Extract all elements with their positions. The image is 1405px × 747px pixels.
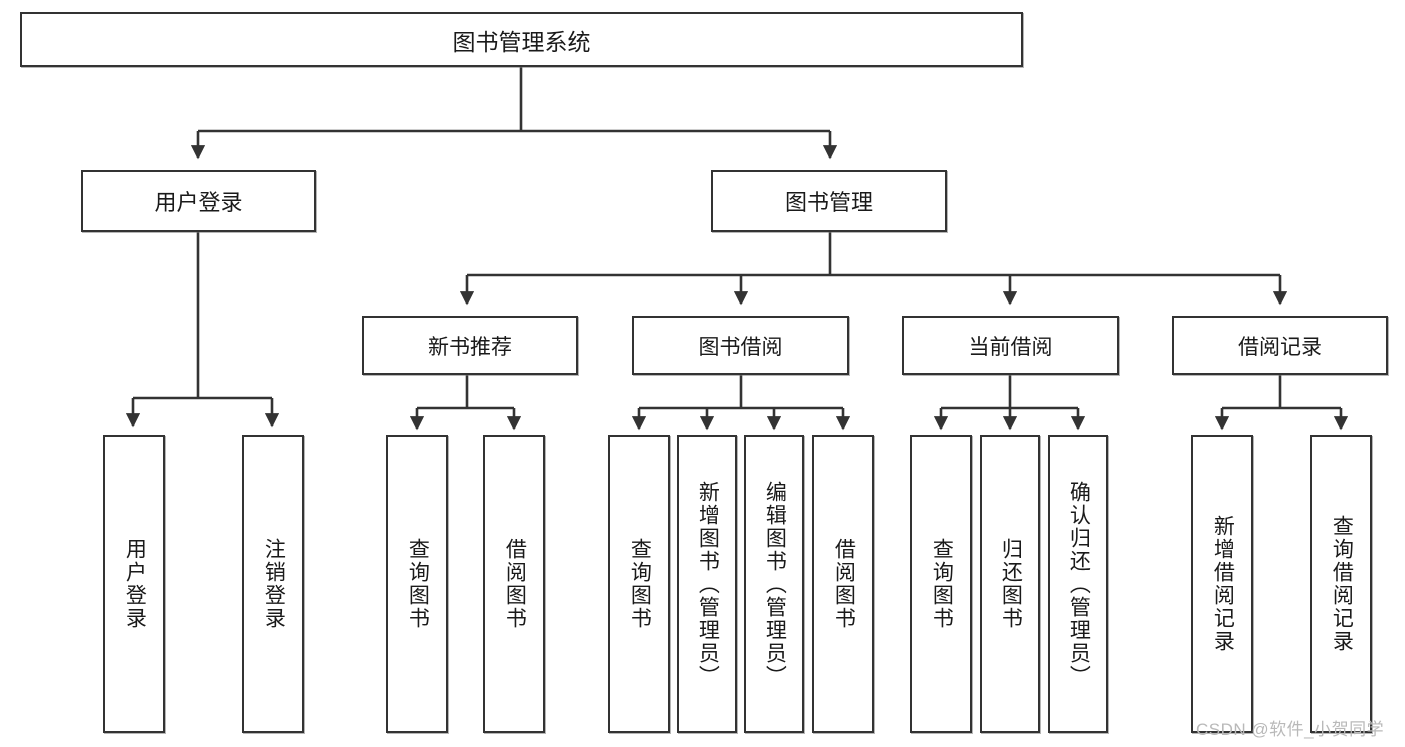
leaf-record-add-record[interactable]: 新增借阅记录	[1191, 435, 1253, 733]
leaf-user-login-signout[interactable]: 注销登录	[242, 435, 304, 733]
node-label: 图书借阅	[698, 335, 783, 359]
csdn-watermark: CSDN @软件_小贺同学	[1196, 720, 1385, 739]
leaf-label: 归还图书	[999, 538, 1023, 630]
leaf-label: 新增借阅记录	[1211, 515, 1235, 653]
leaf-user-login-signin[interactable]: 用户登录	[103, 435, 165, 733]
leaf-label: 确认归还（管理员）	[1067, 480, 1091, 688]
leaf-label: 编辑图书（管理员）	[763, 480, 787, 688]
node-label: 图书管理系统	[452, 28, 591, 55]
leaf-label: 新增图书（管理员）	[696, 480, 720, 688]
leaf-label: 查询图书	[930, 538, 954, 630]
node-borrow-record[interactable]: 借阅记录	[1172, 316, 1388, 375]
leaf-current-return-book[interactable]: 归还图书	[980, 435, 1040, 733]
node-label: 新书推荐	[428, 335, 512, 359]
node-label: 借阅记录	[1238, 335, 1322, 359]
leaf-label: 查询借阅记录	[1330, 515, 1354, 653]
leaf-current-query-book[interactable]: 查询图书	[910, 435, 972, 733]
node-label: 图书管理	[784, 190, 873, 215]
leaf-label: 查询图书	[628, 538, 652, 630]
node-book-borrow[interactable]: 图书借阅	[632, 316, 849, 375]
leaf-borrow-borrow-book[interactable]: 借阅图书	[812, 435, 874, 733]
leaf-borrow-edit-book-admin[interactable]: 编辑图书（管理员）	[744, 435, 804, 733]
leaf-label: 查询图书	[406, 538, 430, 630]
leaf-borrow-query-book[interactable]: 查询图书	[608, 435, 670, 733]
node-user-login[interactable]: 用户登录	[81, 170, 316, 232]
leaf-label: 借阅图书	[832, 538, 856, 630]
leaf-label: 注销登录	[262, 538, 286, 630]
leaf-recommend-query-book[interactable]: 查询图书	[386, 435, 448, 733]
node-current-borrow[interactable]: 当前借阅	[902, 316, 1119, 375]
leaf-record-query-record[interactable]: 查询借阅记录	[1310, 435, 1372, 733]
leaf-label: 借阅图书	[503, 538, 527, 630]
leaf-recommend-borrow-book[interactable]: 借阅图书	[483, 435, 545, 733]
leaf-current-confirm-return-admin[interactable]: 确认归还（管理员）	[1048, 435, 1108, 733]
node-new-book-recommend[interactable]: 新书推荐	[362, 316, 578, 375]
leaf-borrow-add-book-admin[interactable]: 新增图书（管理员）	[677, 435, 737, 733]
node-root-system[interactable]: 图书管理系统	[20, 12, 1023, 67]
node-label: 当前借阅	[968, 335, 1053, 359]
node-book-management[interactable]: 图书管理	[711, 170, 947, 232]
node-label: 用户登录	[154, 190, 243, 215]
leaf-label: 用户登录	[123, 538, 147, 630]
